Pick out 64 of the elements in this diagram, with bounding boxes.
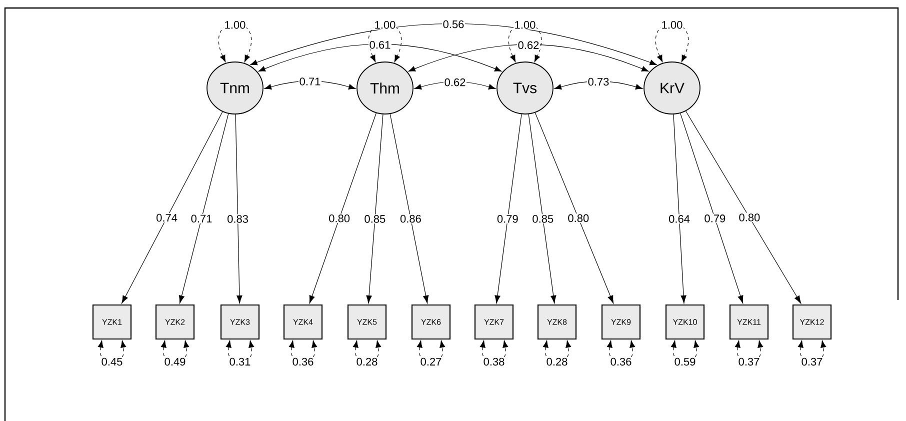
loading-arrow — [390, 114, 429, 304]
edge-label: 0.28 — [356, 357, 378, 366]
edge-label: 0.61 — [368, 40, 392, 50]
edge-label: 0.83 — [226, 214, 250, 224]
edge-label: 0.31 — [228, 357, 252, 366]
edge-label: 0.38 — [482, 357, 506, 366]
indicator-box: YZK7 — [474, 304, 514, 340]
edge-label: 0.62 — [517, 40, 540, 50]
edge-label: 0.85 — [363, 214, 386, 224]
edge-label: 0.28 — [546, 357, 568, 366]
indicator-box: YZK3 — [220, 304, 260, 340]
indicator-box: YZK4 — [283, 304, 323, 340]
indicator-box: YZK2 — [155, 304, 195, 340]
edge-label: 0.71 — [190, 214, 214, 224]
loading-arrow — [494, 114, 522, 304]
edge-label: 1.00 — [660, 20, 684, 30]
indicator-box: YZK11 — [729, 304, 769, 340]
edge-label: 0.71 — [298, 76, 322, 86]
edge-label: 0.85 — [531, 214, 554, 224]
loading-arrow — [122, 111, 223, 304]
covariance-arrow — [258, 44, 502, 72]
edge-label: 1.00 — [224, 20, 246, 30]
loading-arrow — [686, 110, 802, 304]
indicator-box: YZK5 — [347, 304, 387, 340]
loading-arrow — [680, 113, 744, 304]
covariance-arrow — [408, 44, 649, 72]
indicator-box: YZK9 — [601, 304, 641, 340]
indicator-box: YZK12 — [792, 304, 832, 340]
loading-arrow — [235, 114, 242, 304]
edge-label: 0.59 — [674, 357, 696, 366]
edge-label: 0.80 — [566, 213, 590, 223]
edge-label: 0.80 — [328, 214, 351, 224]
edge-label: 0.56 — [442, 20, 465, 29]
indicator-box: YZK8 — [537, 304, 577, 340]
loading-arrow — [673, 114, 686, 304]
loading-arrow — [309, 112, 376, 304]
indicator-box: YZK10 — [665, 304, 705, 340]
edge-label: 0.36 — [292, 357, 314, 366]
edge-label: 1.00 — [374, 20, 396, 30]
edge-label: 0.45 — [100, 357, 124, 366]
indicator-box: YZK1 — [92, 304, 132, 340]
indicator-box: YZK6 — [411, 304, 451, 340]
loading-arrow — [178, 113, 229, 304]
edge-label: 0.80 — [738, 212, 761, 222]
edge-label: 1.00 — [514, 20, 536, 30]
edge-label: 0.79 — [496, 214, 520, 224]
edge-label: 0.74 — [155, 213, 178, 222]
edge-label: 0.37 — [738, 357, 760, 366]
loading-arrow — [366, 114, 384, 304]
loading-arrow — [528, 114, 556, 304]
edge-label: 0.27 — [420, 357, 442, 366]
edge-label: 0.62 — [444, 78, 466, 87]
covariance-arrow — [414, 81, 496, 90]
covariance-arrow — [264, 80, 356, 90]
edge-label: 0.64 — [668, 214, 691, 224]
loading-arrow — [534, 112, 614, 304]
covariance-arrow — [554, 80, 643, 90]
edge-label: 0.49 — [164, 357, 186, 366]
edge-label: 0.79 — [703, 214, 726, 224]
covariance-arrow — [250, 23, 657, 66]
edge-label: 0.86 — [399, 214, 422, 224]
edge-label: 0.73 — [587, 77, 610, 86]
edge-label: 0.36 — [610, 357, 632, 366]
edge-label: 0.37 — [800, 357, 824, 366]
